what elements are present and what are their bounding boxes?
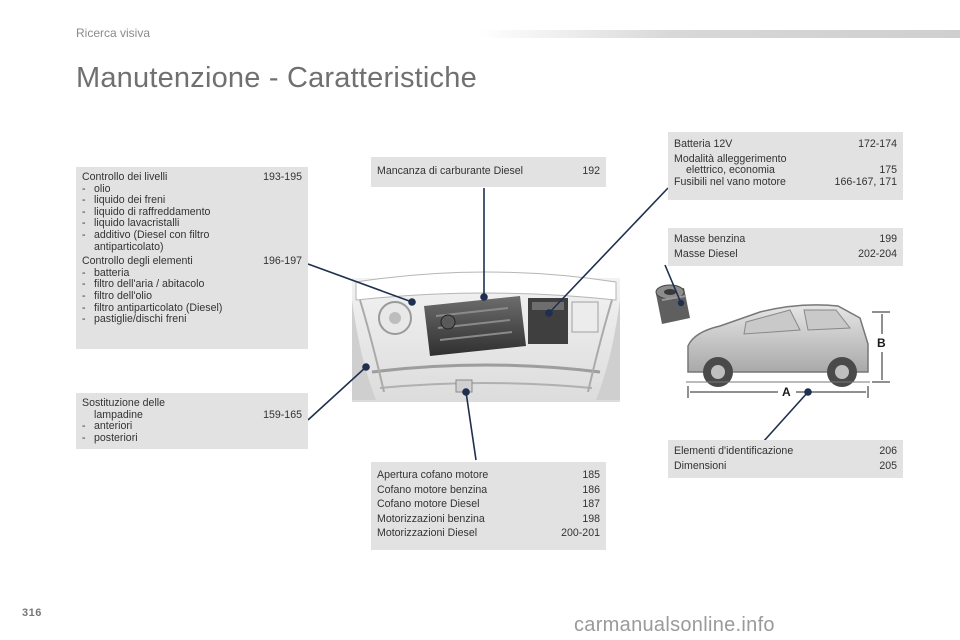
ident-pages: 206 (879, 445, 897, 457)
box-bulbs: Sostituzione delle lampadine 159-165 -an… (76, 393, 308, 449)
levels-title-row: Controllo dei livelli 193-195 (82, 171, 302, 184)
header-bar (480, 30, 960, 38)
battery-row: Batteria 12V 172-174 (674, 138, 897, 151)
bulbs-pages: 159-165 (263, 408, 302, 421)
fuses-label: Fusibili nel vano motore (674, 175, 786, 188)
list-item: -olio (82, 182, 111, 195)
box-mass: Masse benzina 199 Masse Diesel 202-204 (668, 228, 903, 266)
battery-pages: 172-174 (858, 138, 897, 150)
leader-lines (307, 187, 812, 461)
fuses-row: Fusibili nel vano motore 166-167, 171 (674, 175, 897, 189)
elements-title: Controllo degli elementi (82, 255, 193, 268)
watermark: carmanualsonline.info (574, 614, 775, 636)
mass-petrol-pages: 199 (879, 233, 897, 245)
mode-label: Modalità alleggerimento (674, 152, 787, 165)
battery-label: Batteria 12V (674, 138, 733, 150)
box-ident: Elementi d'identificazione 206 Dimension… (668, 440, 903, 478)
mode-pages: 175 (879, 164, 897, 177)
elements-title-row: Controllo degli elementi 196-197 (82, 256, 302, 268)
dim-label: Dimensioni (674, 459, 727, 472)
height-label: B (877, 336, 886, 350)
bulbs-title: Sostituzione delle (82, 397, 166, 409)
fuel-pages: 192 (582, 165, 600, 177)
list-item: -filtro dell'olio (82, 289, 152, 302)
bulbs-title-cont: lampadine (94, 408, 143, 421)
mode-label-cont: elettrico, economia (686, 164, 775, 177)
box-fuel: Mancanza di carburante Diesel 192 (371, 157, 606, 187)
list-item: -additivo (Diesel con filtro (82, 228, 210, 241)
list-item-continuation: antiparticolato) (94, 240, 164, 253)
engine-bay-illustration (352, 271, 620, 402)
fuses-pages: 166-167, 171 (834, 175, 897, 188)
list-item: -filtro antiparticolato (Diesel) (82, 301, 223, 314)
list-item: -liquido di raffreddamento (82, 205, 211, 218)
fuel-row: Mancanza di carburante Diesel 192 (377, 165, 600, 178)
levels-title: Controllo dei livelli (82, 171, 168, 183)
fuel-label: Mancanza di carburante Diesel (377, 165, 524, 177)
box-battery: Batteria 12V 172-174 Modalità alleggerim… (668, 132, 903, 200)
page-title: Manutenzione - Caratteristiche (76, 62, 477, 94)
bulbs-title-row: lampadine 159-165 (82, 408, 302, 422)
levels-pages: 193-195 (263, 171, 302, 183)
mass-petrol-row: Masse benzina 199 (674, 233, 897, 246)
dim-row: Dimensioni 205 (674, 459, 897, 473)
list-item: -filtro dell'aria / abitacolo (82, 278, 205, 291)
page-number: 316 (22, 607, 42, 619)
mass-petrol-label: Masse benzina (674, 233, 746, 245)
mass-diesel-label: Masse Diesel (674, 247, 738, 260)
list-item: -posteriori (82, 431, 138, 444)
list-item: -batteria (82, 266, 130, 279)
section-header: Ricerca visiva (76, 26, 151, 40)
list-item: -liquido dei freni (82, 194, 166, 207)
tyre-repair-kit-illustration (655, 284, 690, 324)
elements-pages: 196-197 (263, 255, 302, 268)
mode-row: elettrico, economia 175 (674, 165, 897, 177)
list-item: -anteriori (82, 420, 133, 433)
list-item: -liquido lavacristalli (82, 217, 180, 230)
mass-diesel-pages: 202-204 (858, 247, 897, 260)
car-side-illustration (686, 304, 870, 387)
ident-row: Elementi d'identificazione 206 (674, 445, 897, 458)
ident-label: Elementi d'identificazione (674, 445, 794, 457)
length-label: A (782, 385, 791, 399)
list-item: -pastiglie/dischi freni (82, 313, 187, 326)
mass-diesel-row: Masse Diesel 202-204 (674, 247, 897, 261)
box-levels: Controllo dei livelli 193-195 -olio -liq… (76, 167, 308, 349)
dim-pages: 205 (879, 459, 897, 472)
